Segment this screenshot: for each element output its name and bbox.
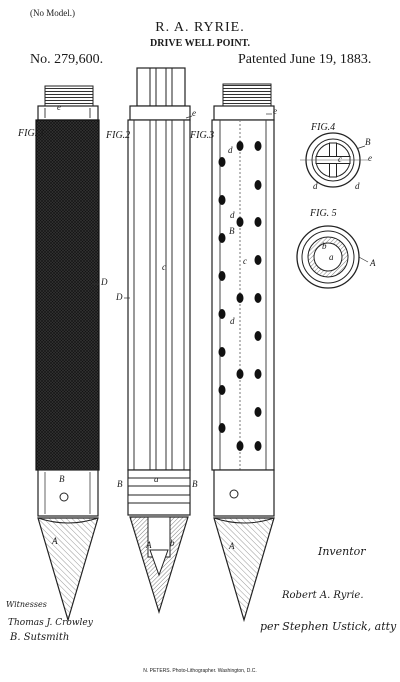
figure-4-drawing [300,132,368,188]
label-D-fig2: D [116,292,123,302]
figure-3-drawing [211,83,275,623]
no-model-note: (No Model.) [30,8,75,18]
label-e-fig4: e [368,153,372,163]
lithographer-imprint: N. PETERS. Photo-Lithographer. Washingto… [143,668,257,674]
label-B-fig3: B [229,226,235,236]
attorney-signature: per Stephen Ustick, atty [260,620,397,633]
label-A-fig3: A [229,541,235,551]
label-c-fig3: c [243,256,247,266]
witness-1-signature: Thomas J. Crowley [8,618,93,628]
label-d-fig3-low: d [230,316,235,326]
label-B-fig2-right: B [192,479,198,489]
figure-5-label: FIG. 5 [310,208,337,219]
patent-number: No. 279,600. [30,52,104,67]
label-d-fig3-top: d [228,145,233,155]
inventor-label: Inventor [318,545,366,558]
label-D-fig1: D [101,277,108,287]
figure-5-drawing [296,225,360,289]
patent-date: Patented June 19, 1883. [238,52,372,67]
inventor-signature: Robert A. Ryrie. [282,590,364,601]
label-b-fig5: b [322,241,327,251]
figure-1-drawing [35,85,100,623]
figure-2-drawing [127,67,191,615]
label-B-fig2-left: B [117,479,123,489]
label-a-fig5: a [329,252,334,262]
witnesses-label: Witnesses [6,600,47,609]
witness-2-signature: B. Sutsmith [10,632,70,643]
label-A-fig5: A [370,258,376,268]
label-d-fig4-right: d [355,181,360,191]
label-d-fig3-mid: d [230,210,235,220]
label-A-fig1: A [52,536,58,546]
label-B-fig4: B [365,137,371,147]
label-A-fig2: A [146,540,152,550]
label-e-fig2: e [192,108,196,118]
label-B-fig1: B [59,474,65,484]
figure-2-label: FIG.2 [106,130,131,141]
label-e-fig3: e [273,106,277,116]
label-c-fig4: c [338,154,342,164]
figure-1-label: FIG. 1 [18,128,45,139]
figure-3-label: FIG.3 [190,130,215,141]
label-e-fig1: e [57,102,61,112]
label-b-fig2: b [170,538,175,548]
inventor-heading: R. A. RYRIE. [155,20,245,35]
label-c-fig2: c [162,262,166,272]
invention-title: DRIVE WELL POINT. [150,38,250,49]
label-a-fig2: a [154,474,159,484]
label-d-fig4-left: d [313,181,318,191]
figure-4-label: FIG.4 [311,122,336,133]
